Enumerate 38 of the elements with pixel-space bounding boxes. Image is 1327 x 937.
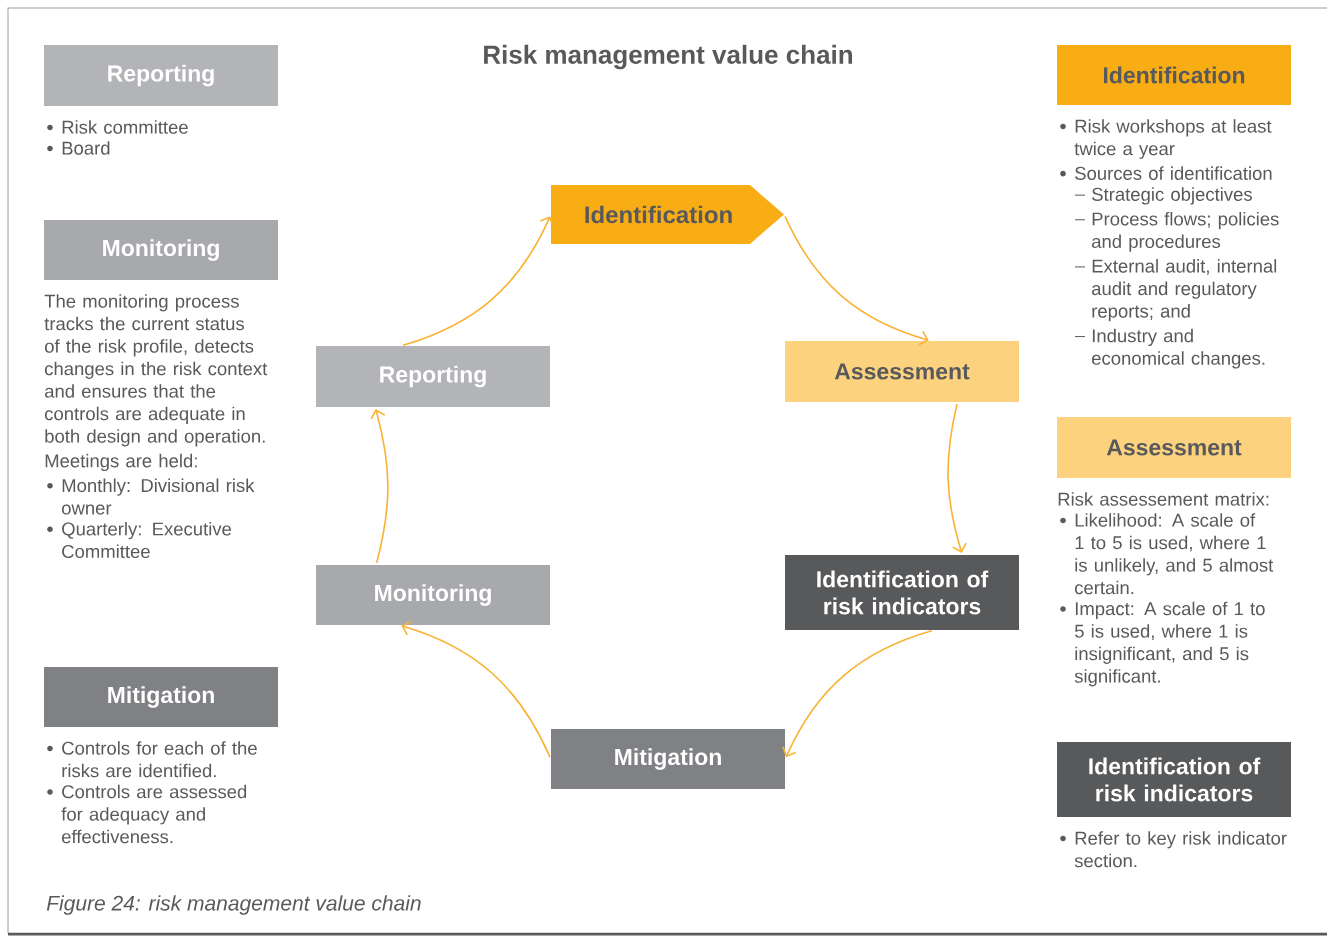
body-text: Risk assessement matrix: <box>1058 492 1269 506</box>
sub-item: External audit, internal audit and regulatory reports; and <box>1092 259 1277 322</box>
bullet-item: Refer to key risk indicator section. <box>1074 831 1287 868</box>
bullet-item: Board <box>62 141 110 155</box>
bullet-item: Monthly: Divisional risk owner <box>62 478 255 515</box>
header-box: Monitoring <box>44 220 278 280</box>
process-box: Identification of risk indicators <box>785 555 1019 630</box>
bullet-item: Sources of identification <box>1075 166 1272 180</box>
header-box: Mitigation <box>44 667 278 727</box>
bullet-item: Controls are assessed for adequacy and effectiveness. <box>61 784 247 844</box>
process-box: Assessment <box>785 341 1019 402</box>
header-box: Identification <box>1057 45 1291 105</box>
bullet-item: Quarterly: Executive Committee <box>62 521 232 559</box>
title: Risk management value chain <box>484 44 853 70</box>
caption: Figure 24: risk management value chain <box>46 895 421 915</box>
body-text: Meetings are held: <box>45 453 197 472</box>
sub-item: Industry and economical changes. <box>1092 328 1265 369</box>
cycle-arrow <box>947 403 967 553</box>
bullet-item: Risk committee <box>62 120 188 134</box>
process-box: Reporting <box>316 346 550 407</box>
bullet-item: Controls for each of the risks are identified. <box>62 741 257 778</box>
header-box: Assessment <box>1057 417 1291 478</box>
process-box: Mitigation <box>551 729 785 789</box>
header-box: Reporting <box>44 45 278 106</box>
cycle-arrow <box>784 215 929 346</box>
body-text: The monitoring process tracks the current status of the risk profile, detects changes in the risk context and ensures that the controls are adequate in both design and operation. <box>44 294 268 447</box>
bullet-item: Impact: A scale of 1 to 5 is used, where 1 is insignificant, and 5 is significant. <box>1074 601 1265 687</box>
process-box: Monitoring <box>316 565 550 625</box>
bullet-item: Risk workshops at least twice a year <box>1074 119 1272 159</box>
cycle-arrow <box>782 629 933 758</box>
sub-item: Process flows; policies and procedures <box>1092 211 1279 252</box>
bullet-item: Likelihood: A scale of 1 to 5 is used, where 1 is unlikely, and 5 almost certain. <box>1075 513 1274 595</box>
chevron-box: Identification <box>551 185 784 244</box>
cycle-arrow <box>370 409 389 564</box>
sub-item: Strategic objectives <box>1092 187 1252 205</box>
cycle-arrow <box>402 216 554 347</box>
cycle-arrow <box>401 620 551 758</box>
header-box: Identification of risk indicators <box>1057 742 1291 817</box>
